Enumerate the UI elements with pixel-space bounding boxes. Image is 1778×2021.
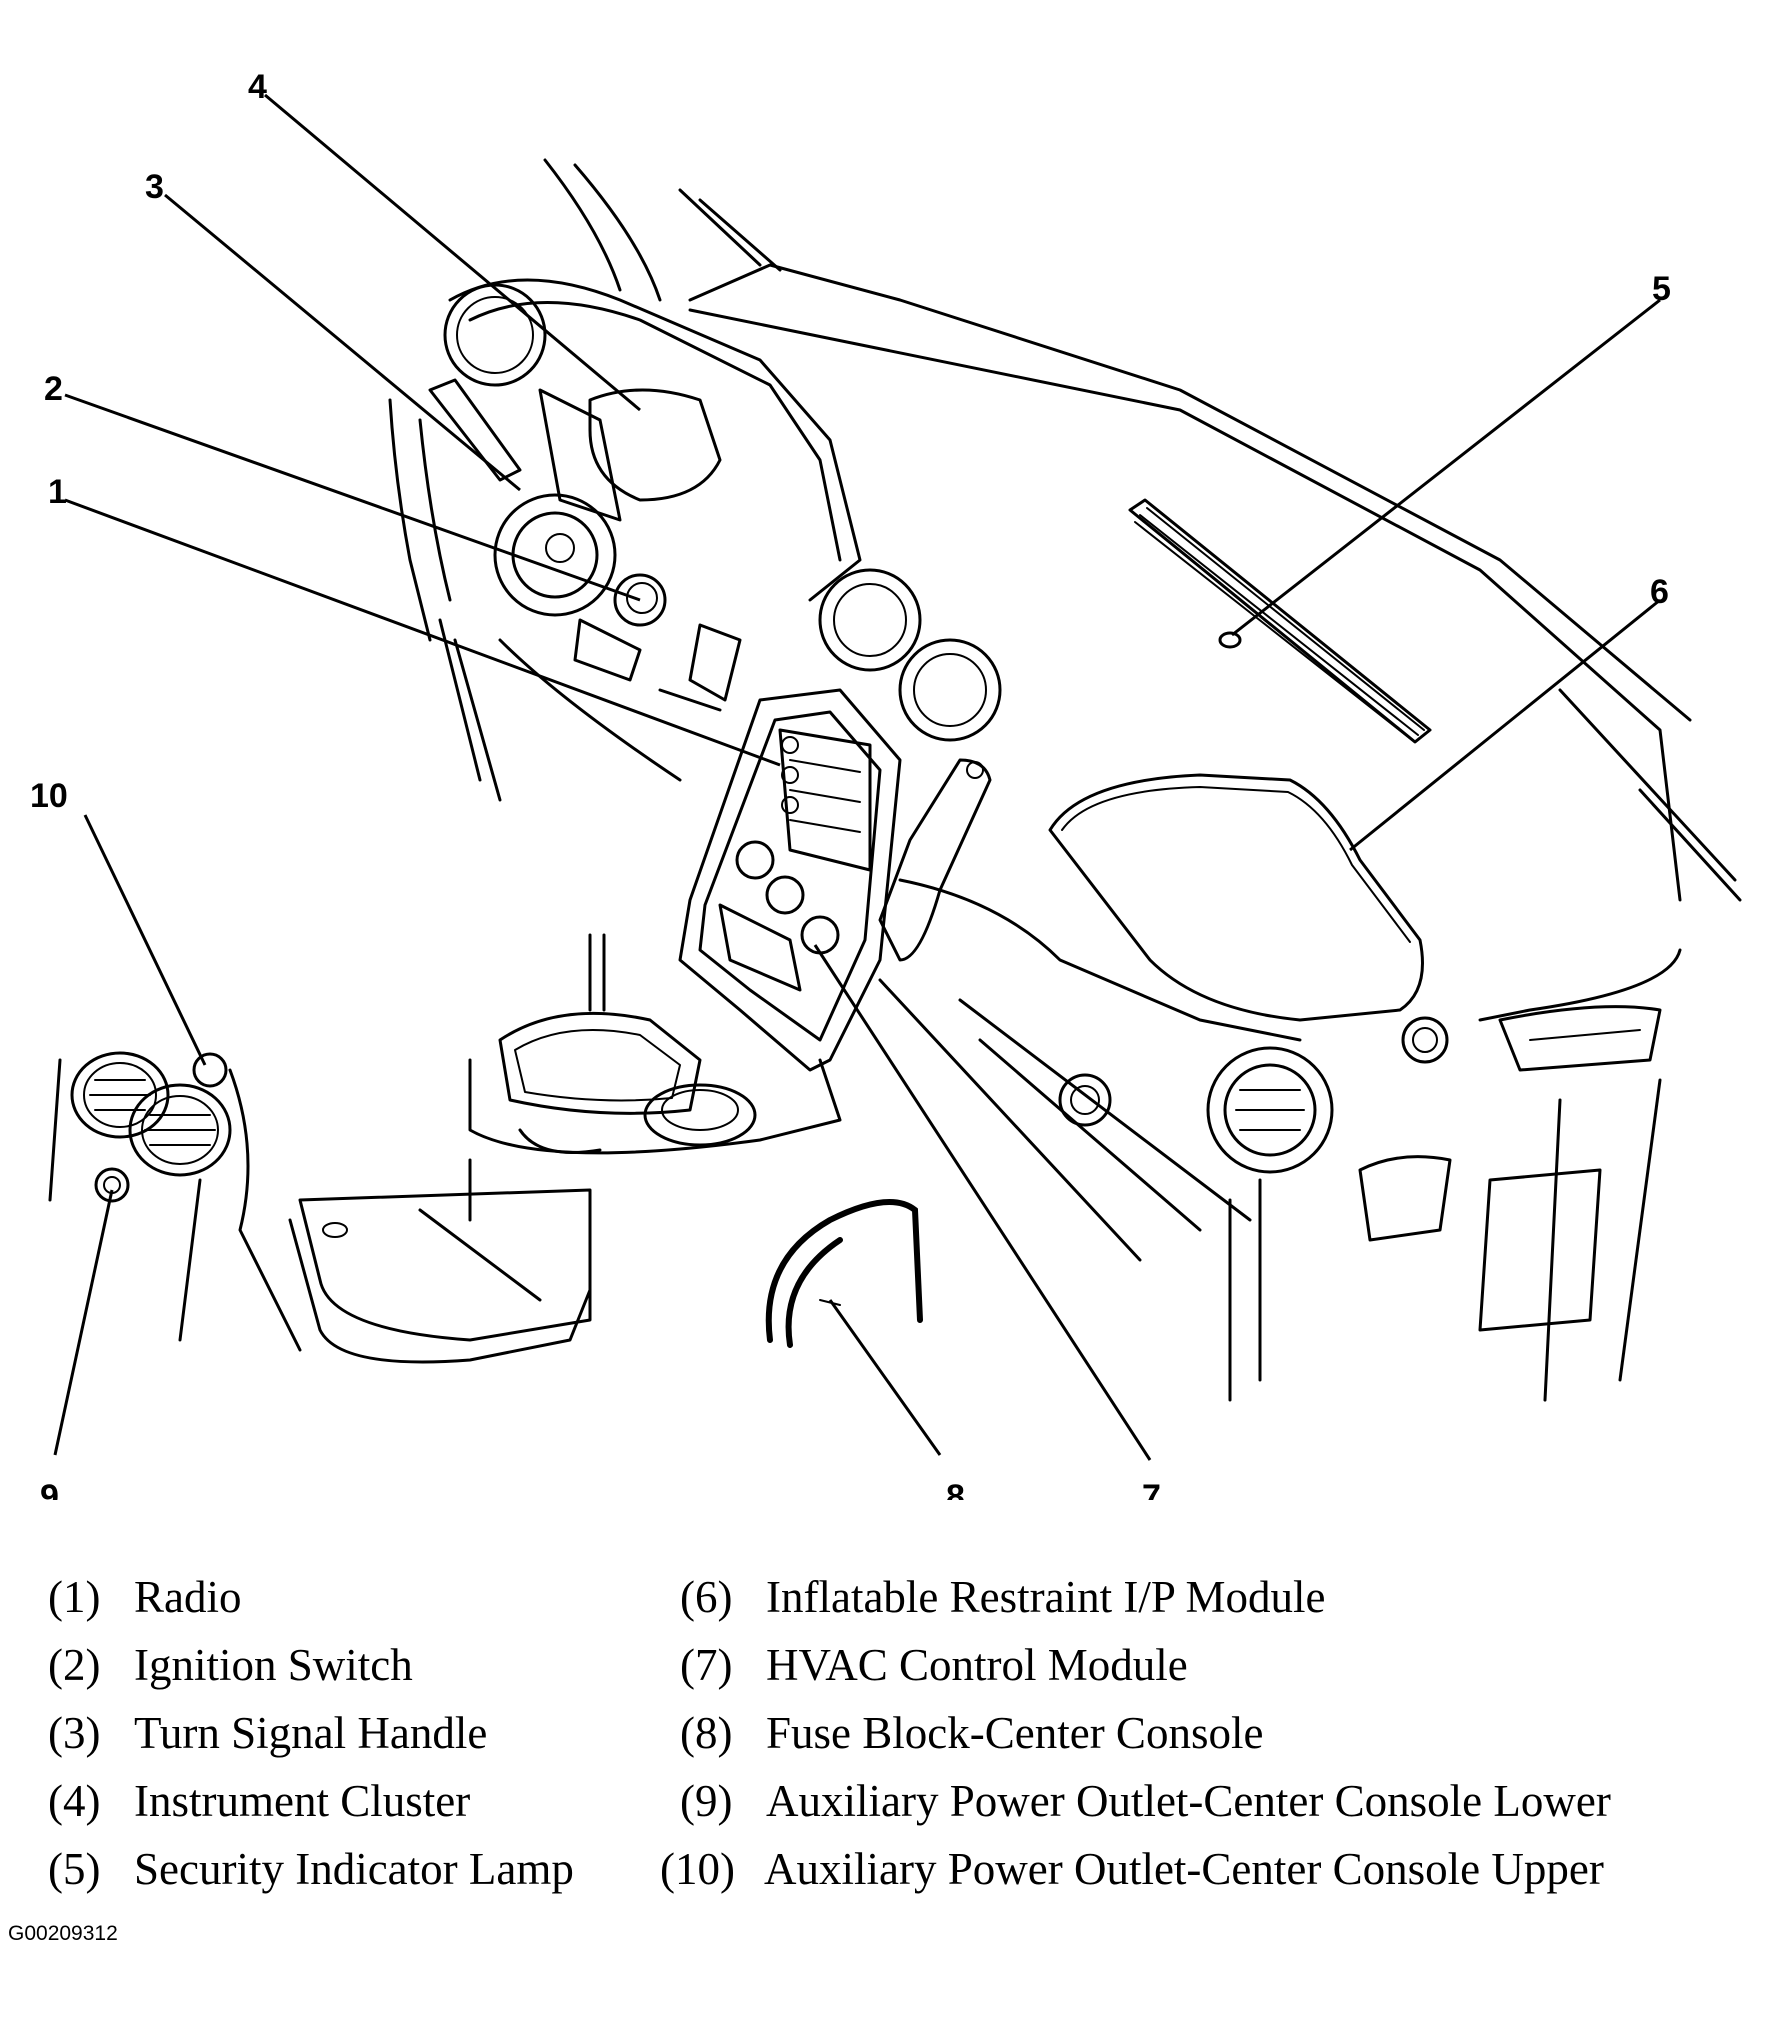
legend-label: Fuse Block-Center Console [766,1708,1264,1758]
callout-9: 9 [40,1478,59,1500]
legend-item: (5) Security Indicator Lamp [48,1835,574,1903]
legend-item: (8) Fuse Block-Center Console [680,1699,1611,1767]
security-indicator-lamp [1218,631,1242,649]
legend-label: Ignition Switch [134,1640,413,1690]
leader-6 [1349,598,1661,852]
steering-column [428,378,742,712]
passenger-vent [1206,1005,1662,1402]
leader-8 [828,1299,942,1456]
center-stack [678,688,902,1072]
legend-number: (10) [660,1844,735,1894]
windshield-pillar [543,158,782,302]
legend-number: (4) [48,1776,101,1826]
legend-right-column: (6) Inflatable Restraint I/P Module (7) HV… [660,1563,1611,1903]
legend-number: (7) [680,1640,733,1690]
callout-7: 7 [1142,1478,1161,1500]
leader-lines [53,93,1661,1461]
legend-number: (9) [680,1776,733,1826]
leader-3 [164,193,521,492]
legend-item: (7) HVAC Control Module [680,1631,1611,1699]
center-console [288,933,842,1364]
legend-item: (10) Auxiliary Power Outlet-Center Consol… [660,1835,1611,1903]
callout-6: 6 [1650,573,1669,611]
leader-1 [64,498,781,767]
legend-number: (1) [48,1572,101,1622]
fuse-block-cover [765,1199,923,1348]
legend-number: (2) [48,1640,101,1690]
legend-label: Auxiliary Power Outlet-Center Console Lo… [766,1776,1611,1826]
dashboard-top [688,263,1742,1022]
legend-number: (5) [48,1844,101,1894]
legend-number: (8) [680,1708,733,1758]
legend-item: (2) Ignition Switch [48,1631,574,1699]
aux-power-outlets [48,1051,302,1352]
callout-2: 2 [44,370,63,408]
lower-dash [878,878,1302,1262]
leader-4 [264,93,641,412]
legend-label: Turn Signal Handle [134,1708,488,1758]
dashboard-line-drawing: 1 2 3 4 5 6 7 8 9 10 [30,68,1742,1500]
callout-3: 3 [145,168,164,206]
legend-item: (9) Auxiliary Power Outlet-Center Console… [680,1767,1611,1835]
leader-9 [53,1189,114,1456]
defrost-vent [1128,498,1432,744]
legend-label: Security Indicator Lamp [134,1844,574,1894]
figure-id: G00209312 [8,1922,118,1945]
callout-1: 1 [48,473,67,511]
leader-7 [813,944,1152,1461]
instrument-cluster [443,278,862,602]
legend-item: (3) Turn Signal Handle [48,1699,574,1767]
legend-label: Auxiliary Power Outlet-Center Console Up… [764,1844,1604,1894]
legend-number: (3) [48,1708,101,1758]
callout-10: 10 [30,777,68,815]
legend-number: (6) [680,1572,733,1622]
callout-5: 5 [1652,270,1671,308]
legend-label: Radio [134,1572,242,1622]
legend-label: Inflatable Restraint I/P Module [766,1572,1326,1622]
dash-left-side [388,398,682,802]
legend-item: (4) Instrument Cluster [48,1767,574,1835]
shifter-stalk [878,758,992,962]
callout-numbers: 1 2 3 4 5 6 7 8 9 10 [30,68,1671,1500]
legend-label: HVAC Control Module [766,1640,1188,1690]
radio [778,728,872,872]
passenger-airbag-door [1048,773,1424,1022]
leader-10 [83,814,207,1066]
legend-item: (1) Radio [48,1563,574,1631]
legend-left-column: (1) Radio (2) Ignition Switch (3) Turn Sign… [48,1563,574,1903]
callout-4: 4 [248,68,267,106]
callout-8: 8 [946,1478,965,1500]
center-vents [818,568,1002,742]
leader-5 [1231,298,1661,637]
legend-label: Instrument Cluster [134,1776,471,1826]
leader-2 [64,393,641,602]
legend-item: (6) Inflatable Restraint I/P Module [680,1563,1611,1631]
